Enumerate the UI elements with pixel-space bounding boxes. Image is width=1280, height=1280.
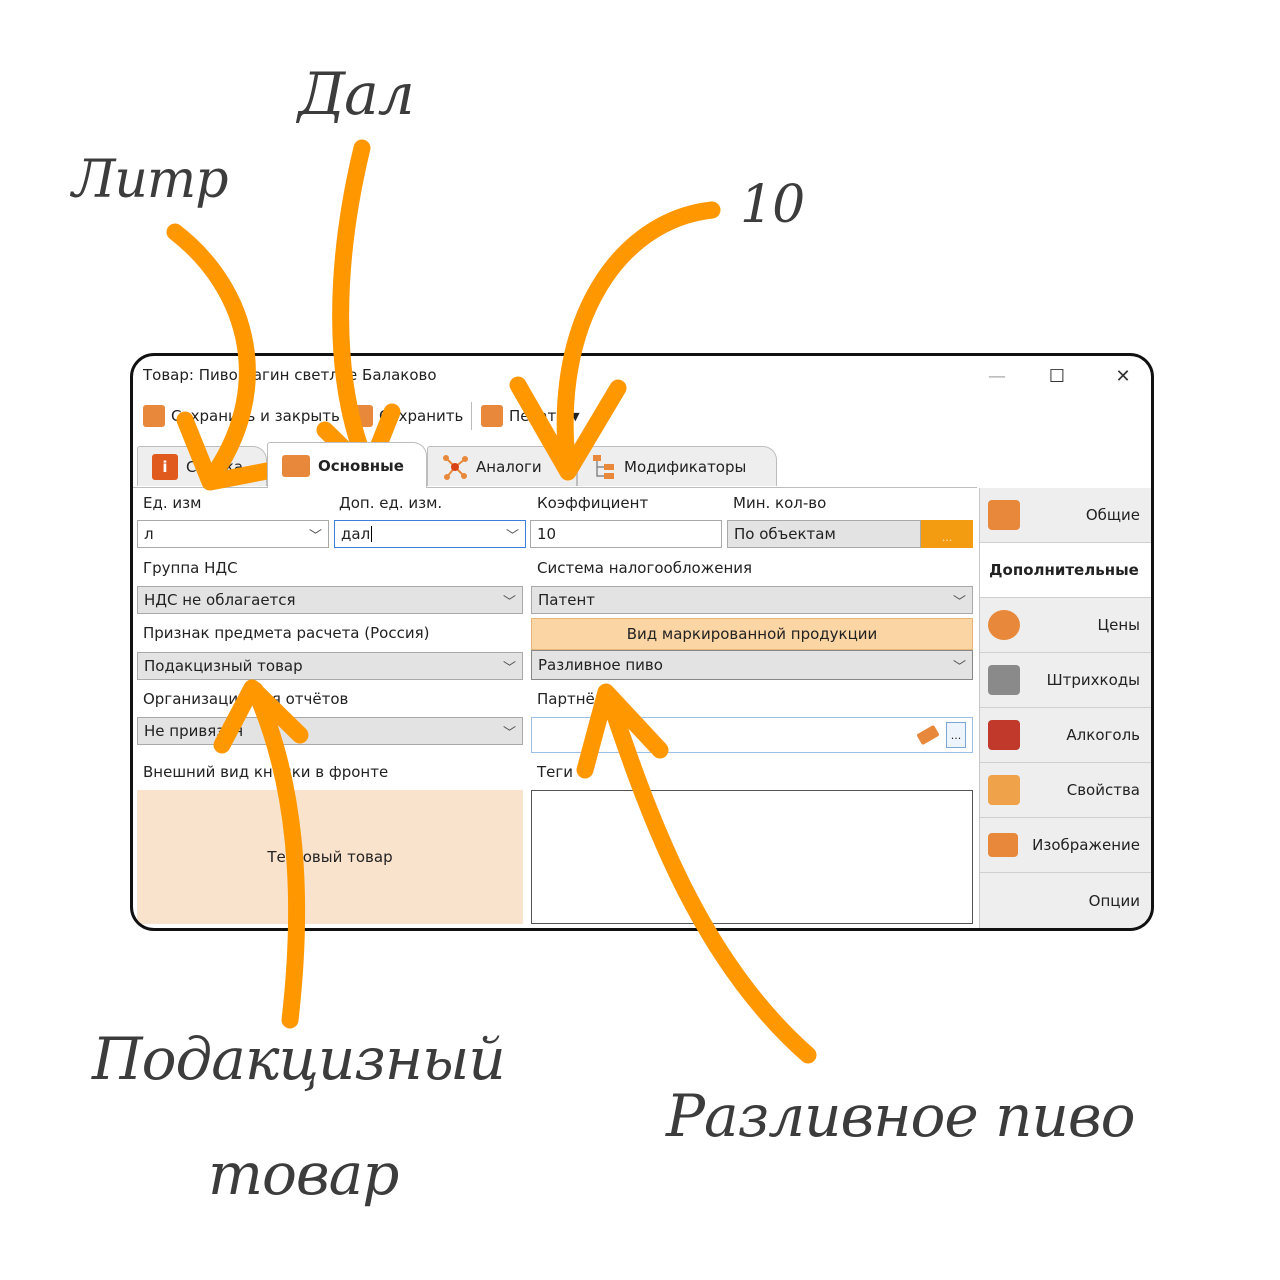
sidebar-item-options[interactable]: Опции <box>980 873 1151 928</box>
sidebar-item-additional[interactable]: Дополнительные <box>980 543 1151 598</box>
vat-label: Группа НДС <box>143 559 238 577</box>
sidebar-item-label: Опции <box>1088 891 1140 910</box>
min-qty-value: По объектам <box>734 525 836 543</box>
window-title: Товар: Пиво Багин светлое Балаково <box>143 366 437 384</box>
info-icon: i <box>152 453 178 480</box>
coef-label: Коэффициент <box>537 494 649 512</box>
sidebar: Общие Дополнительные Цены Штрихкоды Алко… <box>979 488 1151 928</box>
printer-icon <box>481 405 503 427</box>
unit-label: Ед. изм <box>143 494 202 512</box>
partner-select-button[interactable]: ... <box>946 722 966 748</box>
sidebar-item-label: Свойства <box>1066 781 1140 799</box>
tab-analogs-label: Аналоги <box>476 457 542 476</box>
min-qty-button[interactable]: ... <box>921 520 973 548</box>
vat-value: НДС не облагается <box>144 591 296 609</box>
maximize-button[interactable]: ☐ <box>1048 365 1066 387</box>
chevron-down-icon: ﹀ <box>502 725 516 741</box>
tax-select[interactable]: Патент ﹀ <box>531 586 973 614</box>
chevron-down-icon: ▼ <box>571 409 580 423</box>
annotation-podakciznyi-line2: товар <box>208 1140 399 1208</box>
chevron-down-icon: ﹀ <box>502 594 516 610</box>
arrow-to-draft-beer-head <box>576 683 669 779</box>
marked-value: Разливное пиво <box>538 656 663 674</box>
vat-select[interactable]: НДС не облагается ﹀ <box>137 586 523 614</box>
sidebar-item-barcodes[interactable]: Штрихкоды <box>980 653 1151 708</box>
chevron-down-icon: ﹀ <box>308 528 322 544</box>
extra-unit-label: Доп. ед. изм. <box>339 494 443 512</box>
tree-icon <box>592 454 616 480</box>
product-window: Товар: Пиво Багин светлое Балаково — ☐ ✕… <box>130 353 1154 931</box>
org-select[interactable]: Не привязан ﹀ <box>137 717 523 745</box>
chevron-down-icon: ﹀ <box>505 528 519 544</box>
arrow-to-excise-head <box>213 679 309 754</box>
text-cursor <box>371 526 373 542</box>
subject-value: Подакцизный товар <box>144 657 303 675</box>
arrow-to-extra-unit <box>332 139 377 477</box>
sidebar-item-alcohol[interactable]: Алкоголь <box>980 708 1151 763</box>
sidebar-item-label: Алкоголь <box>1066 726 1140 744</box>
sidebar-item-properties[interactable]: Свойства <box>980 763 1151 818</box>
sidebar-item-prices[interactable]: Цены <box>980 598 1151 653</box>
unit-select[interactable]: л ﹀ <box>137 520 329 548</box>
toolbar-divider <box>471 402 472 430</box>
annotation-ten: 10 <box>740 175 805 235</box>
subject-label: Признак предмета расчета (Россия) <box>143 624 430 642</box>
annotation-razlivnoe: Разливное пиво <box>666 1082 1136 1150</box>
tab-main[interactable]: Основные <box>267 442 427 488</box>
annotation-podakciznyi-line1: Подакцизный <box>92 1025 506 1093</box>
extra-unit-value: дал <box>341 525 371 543</box>
tab-modifiers[interactable]: Модификаторы <box>577 446 777 486</box>
arrow-to-coef-head <box>509 376 627 481</box>
arrow-to-excise <box>246 681 306 1029</box>
sidebar-item-label: Общие <box>1085 506 1140 524</box>
chevron-down-icon: ﹀ <box>952 659 966 675</box>
marked-select[interactable]: Разливное пиво ﹀ <box>531 650 973 680</box>
sidebar-item-image[interactable]: Изображение <box>980 818 1151 873</box>
annotation-litr: Литр <box>72 150 228 210</box>
tags-box[interactable] <box>531 790 973 924</box>
tab-modifiers-label: Модификаторы <box>624 457 747 476</box>
tab-divider <box>133 487 977 488</box>
chevron-down-icon: ﹀ <box>502 660 516 676</box>
tax-label: Система налогообложения <box>537 559 753 577</box>
sidebar-item-label: Штрихкоды <box>1046 671 1140 689</box>
arrow-to-unit-head <box>176 411 281 491</box>
arrow-to-coef <box>556 201 721 479</box>
annotation-dal: Дал <box>298 60 415 128</box>
sidebar-item-label: Изображение <box>1032 836 1140 854</box>
min-qty-field: По объектам <box>727 520 921 548</box>
box-icon <box>282 454 310 477</box>
sidebar-item-label: Цены <box>1097 616 1140 634</box>
button-view-label: Внешний вид кнопки в фронте <box>143 763 389 781</box>
chevron-down-icon: ﹀ <box>952 594 966 610</box>
image-icon <box>988 833 1018 857</box>
barcode-scanner-icon <box>988 665 1020 695</box>
unit-value: л <box>144 525 154 543</box>
partner-label: Партнёр <box>537 690 605 708</box>
network-icon <box>442 454 468 480</box>
arrow-to-draft-beer <box>599 686 817 1064</box>
sidebar-item-label: Дополнительные <box>989 561 1139 579</box>
list-icon <box>988 775 1020 805</box>
price-icon <box>988 610 1020 640</box>
save-close-button[interactable]: Сохранить и закрыть <box>143 402 340 430</box>
tags-label: Теги <box>537 763 574 781</box>
save-close-label: Сохранить и закрыть <box>171 407 340 425</box>
min-qty-label: Мин. кол-во <box>733 494 827 512</box>
tax-value: Патент <box>538 591 595 609</box>
bottles-icon <box>988 720 1020 750</box>
coef-value: 10 <box>537 525 557 543</box>
extra-unit-select[interactable]: дал ﹀ <box>334 520 526 548</box>
arrow-to-unit <box>166 223 256 489</box>
marked-header: Вид маркированной продукции <box>531 618 973 650</box>
box-icon <box>988 500 1020 530</box>
minimize-button[interactable]: — <box>988 365 1006 387</box>
sidebar-item-general[interactable]: Общие <box>980 488 1151 543</box>
tab-main-label: Основные <box>318 456 404 475</box>
save-close-icon <box>143 405 165 427</box>
coef-input[interactable]: 10 <box>530 520 722 548</box>
subject-select[interactable]: Подакцизный товар ﹀ <box>137 652 523 680</box>
close-button[interactable]: ✕ <box>1115 365 1131 387</box>
